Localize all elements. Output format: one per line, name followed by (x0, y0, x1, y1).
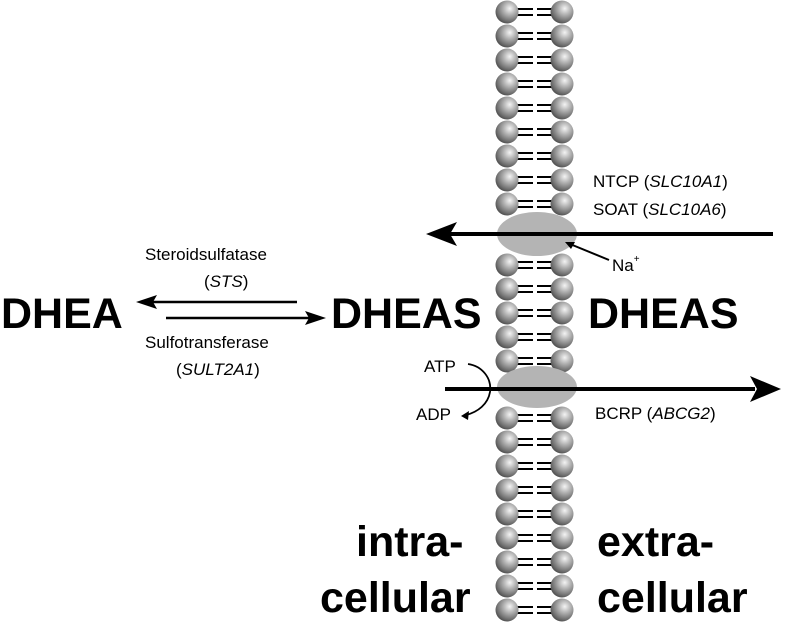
adp-label: ADP (416, 405, 451, 424)
phospholipid-pair (495, 253, 574, 277)
lipid-head (550, 598, 574, 622)
sodium-pointer-arrow (565, 242, 610, 261)
sult-arrow (166, 311, 326, 325)
lipid-head (495, 598, 519, 622)
lipid-head (495, 277, 519, 301)
sts-arrow (136, 295, 297, 309)
lipid-head (550, 406, 574, 430)
lipid-head (550, 144, 574, 168)
uptake-arrow (426, 222, 773, 246)
lipid-bilayer-membrane (495, 0, 574, 622)
phospholipid-pair (495, 598, 574, 622)
lipid-head (550, 574, 574, 598)
lipid-head (550, 454, 574, 478)
phospholipid-pair (495, 325, 574, 349)
sodium-label: Na+ (612, 254, 640, 275)
lipid-head (495, 48, 519, 72)
lipid-head (550, 192, 574, 216)
efflux-arrow (445, 376, 781, 402)
sts-gene-label: (STS) (204, 272, 248, 291)
phospholipid-pair (495, 144, 574, 168)
lipid-head (495, 430, 519, 454)
lipid-head (550, 48, 574, 72)
phospholipid-pair (495, 72, 574, 96)
phospholipid-pair (495, 24, 574, 48)
lipid-head (495, 96, 519, 120)
lipid-head (495, 325, 519, 349)
lipid-head (550, 430, 574, 454)
ntcp-label: NTCP (SLC10A1) (593, 172, 728, 191)
sts-enzyme-name: Steroidsulfatase (145, 245, 267, 264)
phospholipid-pair (495, 192, 574, 216)
extracellular-label-line1: extra- (597, 518, 714, 566)
lipid-head (550, 253, 574, 277)
lipid-head (550, 301, 574, 325)
extracellular-label-line2: cellular (597, 574, 748, 622)
intracellular-label-line2: cellular (320, 574, 471, 622)
phospholipid-pair (495, 349, 574, 373)
lipid-head (550, 349, 574, 373)
lipid-head (495, 144, 519, 168)
lipid-head (550, 277, 574, 301)
lipid-head (495, 502, 519, 526)
lipid-head (495, 192, 519, 216)
phospholipid-pair (495, 454, 574, 478)
lipid-head (550, 502, 574, 526)
lipid-head (550, 0, 574, 24)
lipid-head (495, 24, 519, 48)
dheas-intracellular-label: DHEAS (331, 290, 482, 338)
lipid-head (495, 550, 519, 574)
atp-label: ATP (424, 357, 456, 376)
lipid-head (495, 168, 519, 192)
phospholipid-pair (495, 96, 574, 120)
phospholipid-pair (495, 168, 574, 192)
phospholipid-pair (495, 478, 574, 502)
lipid-head (550, 72, 574, 96)
lipid-head (495, 406, 519, 430)
lipid-head (550, 325, 574, 349)
lipid-head (550, 120, 574, 144)
lipid-head (495, 478, 519, 502)
lipid-head (495, 574, 519, 598)
lipid-head (495, 301, 519, 325)
phospholipid-pair (495, 301, 574, 325)
phospholipid-pair (495, 277, 574, 301)
phospholipid-pair (495, 120, 574, 144)
intracellular-label-line1: intra- (356, 518, 464, 566)
sult-enzyme-name: Sulfotransferase (145, 333, 269, 352)
lipid-head (495, 526, 519, 550)
phospholipid-pair (495, 550, 574, 574)
lipid-head (550, 526, 574, 550)
bcrp-label: BCRP (ABCG2) (595, 404, 716, 423)
lipid-head (495, 454, 519, 478)
dhea-label: DHEA (1, 290, 123, 338)
phospholipid-pair (495, 430, 574, 454)
phospholipid-pair (495, 0, 574, 24)
phospholipid-pair (495, 406, 574, 430)
lipid-head (550, 478, 574, 502)
lipid-head (550, 168, 574, 192)
sult-gene-label: (SULT2A1) (176, 360, 260, 379)
lipid-head (550, 24, 574, 48)
phospholipid-pair (495, 574, 574, 598)
phospholipid-pair (495, 526, 574, 550)
lipid-head (550, 96, 574, 120)
atp-hydrolysis-arrow (461, 363, 492, 420)
soat-label: SOAT (SLC10A6) (593, 200, 727, 219)
lipid-head (495, 120, 519, 144)
phospholipid-pair (495, 48, 574, 72)
lipid-head (495, 72, 519, 96)
lipid-head (495, 349, 519, 373)
dheas-extracellular-label: DHEAS (588, 290, 739, 338)
lipid-head (495, 0, 519, 24)
lipid-head (495, 253, 519, 277)
lipid-head (550, 550, 574, 574)
phospholipid-pair (495, 502, 574, 526)
